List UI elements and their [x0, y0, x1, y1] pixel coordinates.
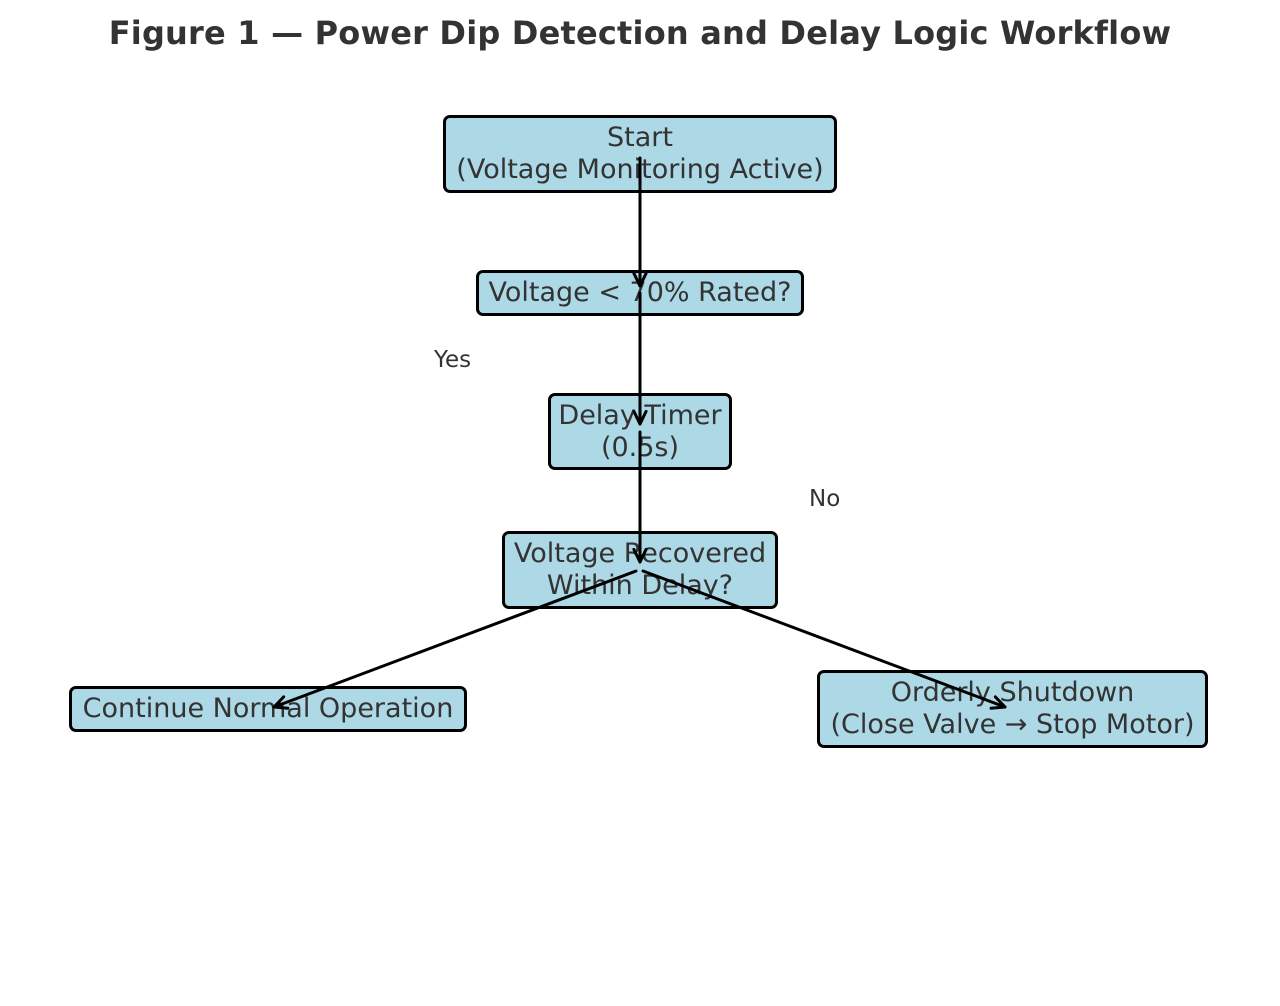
- figure-title: Figure 1 — Power Dip Detection and Delay…: [108, 14, 1172, 52]
- node-continue: Continue Normal Operation: [69, 686, 467, 732]
- edge-start-to-voltage-check: [632, 156, 648, 288]
- edge-recovered-check-to-continue: [272, 569, 638, 710]
- edge-voltage-check-to-delay-timer: [632, 291, 648, 426]
- node-shutdown-line-1: Orderly Shutdown: [890, 677, 1135, 708]
- node-shutdown-line-2: (Close Valve → Stop Motor): [830, 709, 1195, 740]
- node-start: Start (Voltage Monitoring Active): [443, 115, 837, 193]
- node-shutdown: Orderly Shutdown (Close Valve → Stop Mot…: [817, 670, 1208, 748]
- edge-label-yes: Yes: [434, 347, 472, 373]
- edge-label-no: No: [809, 486, 841, 512]
- node-continue-line-1: Continue Normal Operation: [82, 693, 454, 724]
- node-start-line-1: Start: [607, 122, 673, 153]
- node-recovered-check-line-2: Within Delay?: [546, 570, 734, 601]
- edge-delay-timer-to-recovered-check: [632, 430, 648, 564]
- edge-recovered-check-to-shutdown: [641, 569, 1007, 710]
